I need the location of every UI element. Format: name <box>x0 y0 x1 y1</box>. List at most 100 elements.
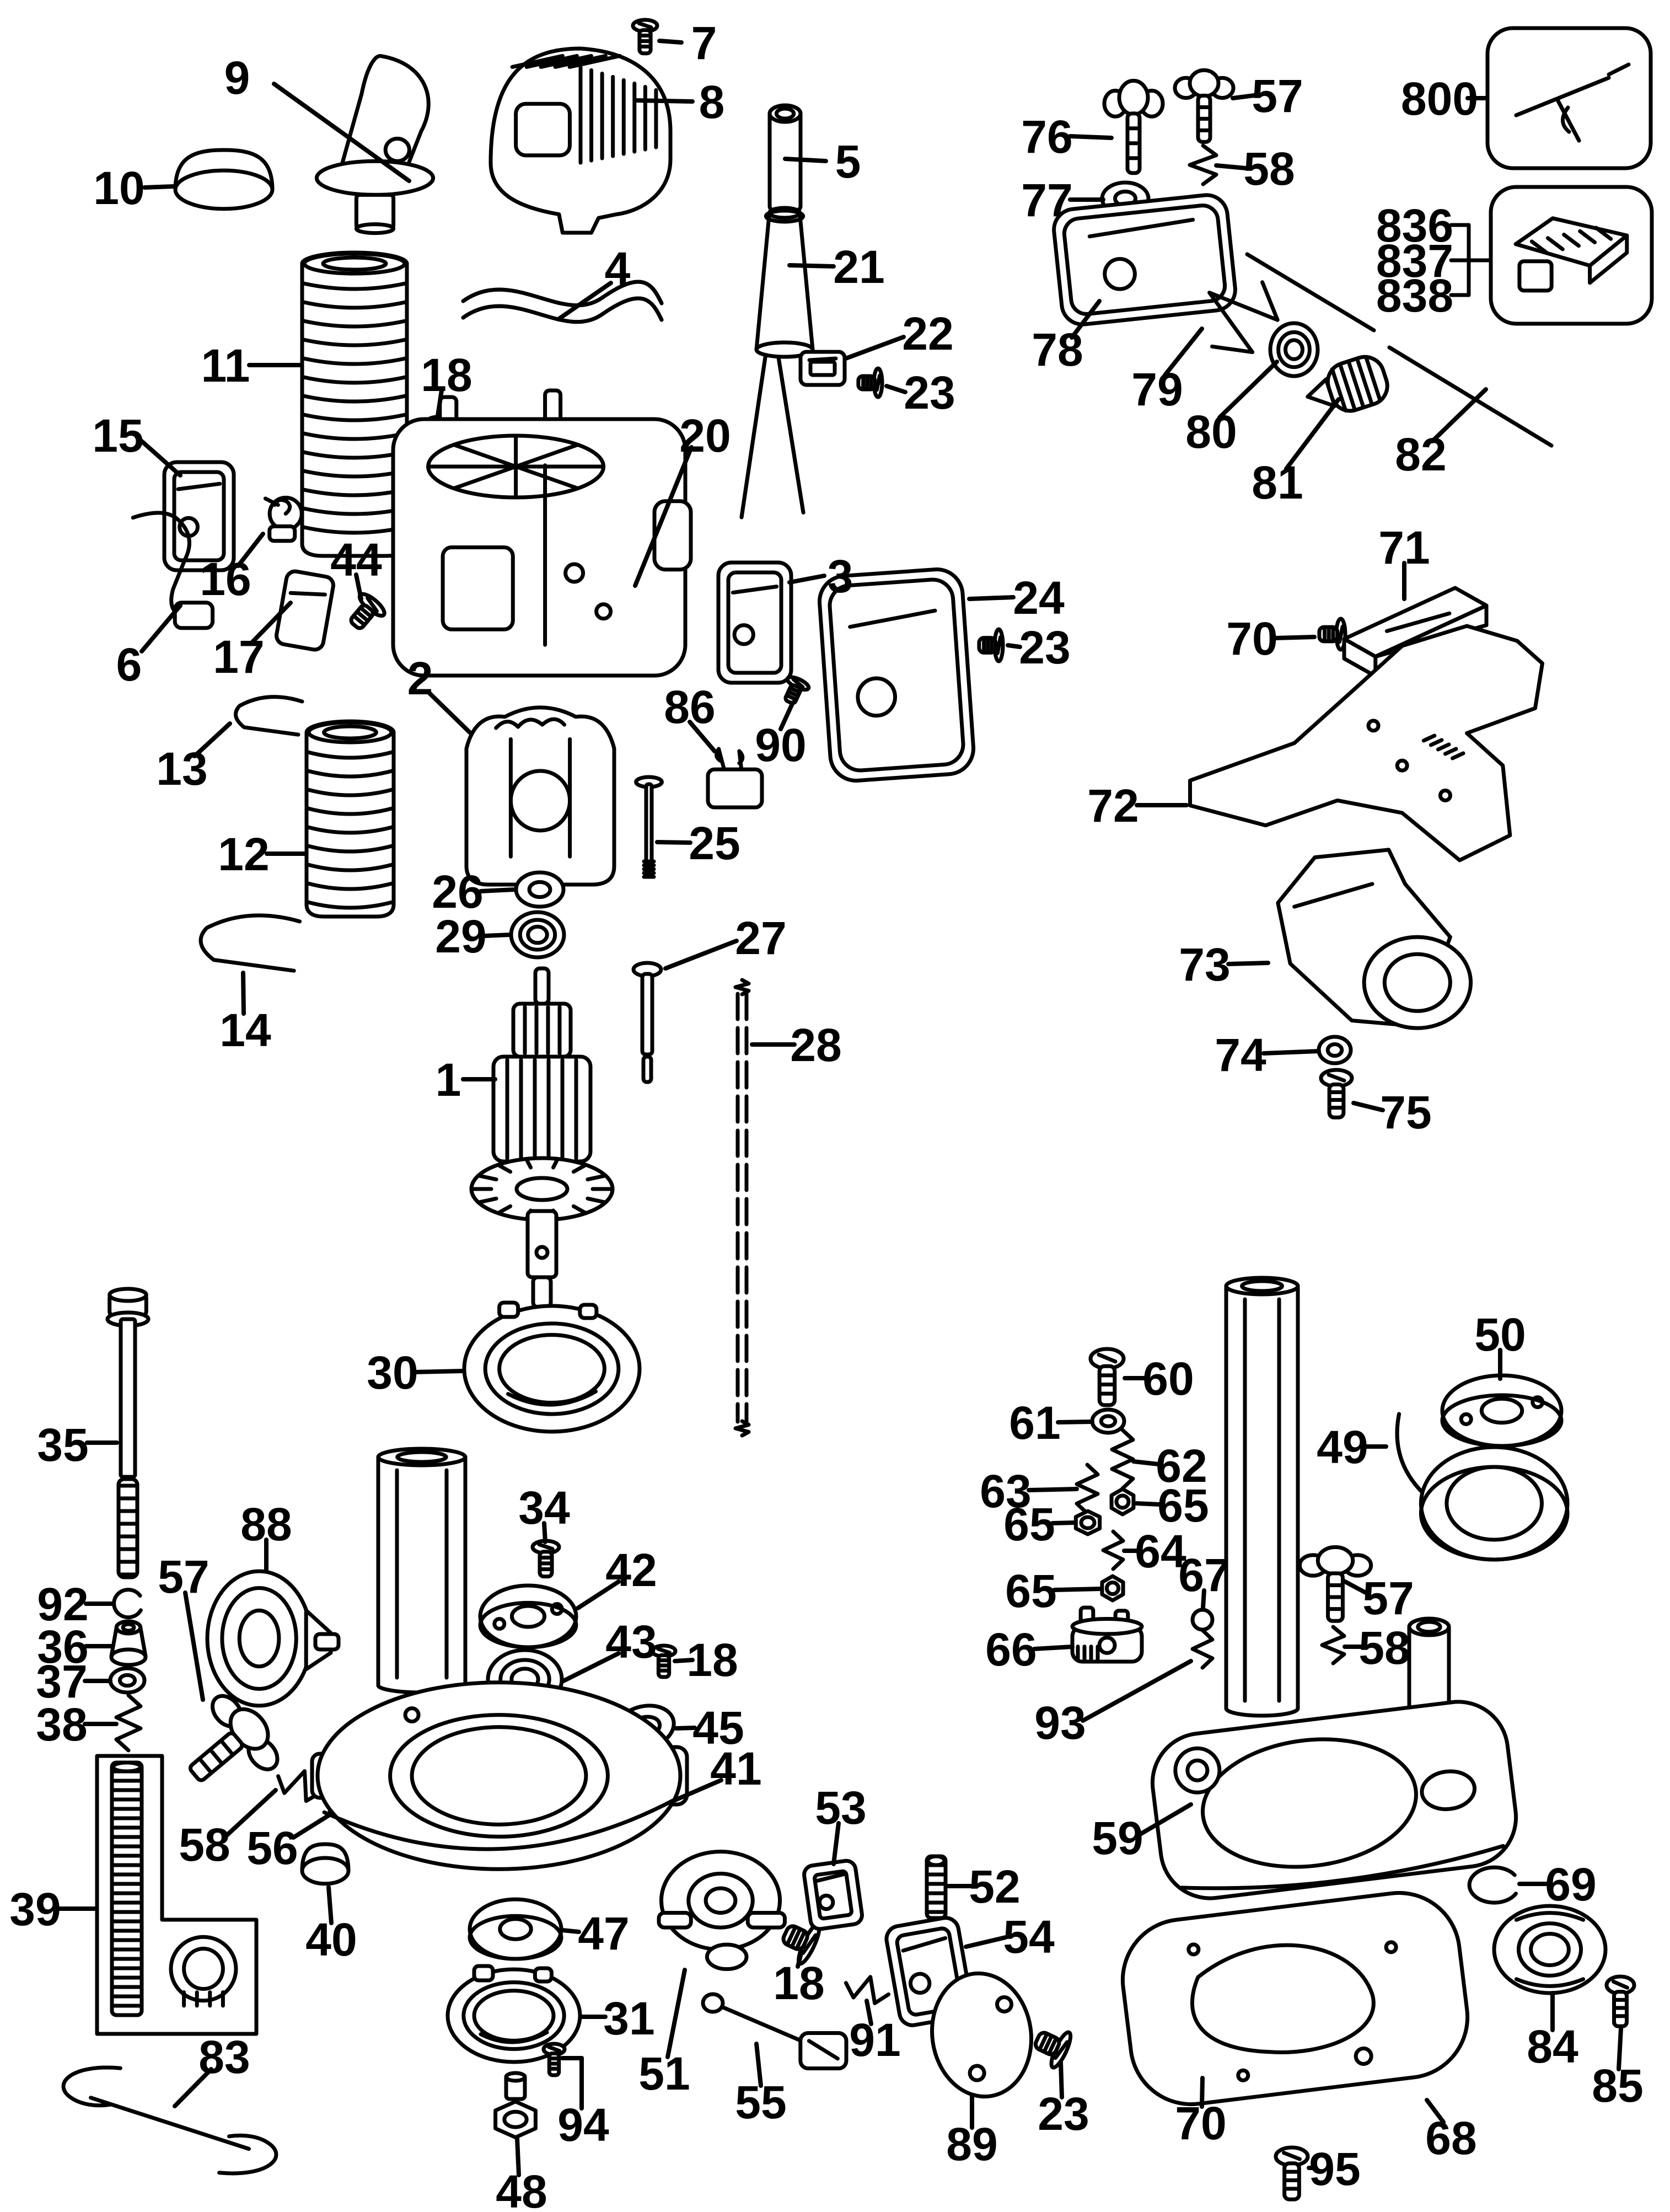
part-screw-23b <box>977 627 1005 663</box>
callout-label-70: 70 <box>1226 613 1277 665</box>
callout-label-64: 64 <box>1135 1525 1186 1577</box>
callout-79: 79 <box>1131 326 1204 415</box>
part-motor-cap-8 <box>488 46 673 235</box>
callout-69: 69 <box>1517 1858 1597 1910</box>
callout-7: 7 <box>657 17 717 69</box>
callout-label-56: 56 <box>246 1822 298 1874</box>
callout-label-20: 20 <box>679 410 731 462</box>
part-brush-16 <box>263 495 304 543</box>
callout-30: 30 <box>367 1347 465 1399</box>
callout-label-78: 78 <box>1032 324 1083 376</box>
callout-label-44: 44 <box>330 534 382 586</box>
callout-label-51: 51 <box>638 2048 690 2099</box>
part-base-41 <box>310 1680 689 1871</box>
part-screw-25 <box>634 775 664 879</box>
callout-label-77: 77 <box>1021 174 1072 226</box>
callout-53: 53 <box>815 1782 867 1866</box>
callout-41: 41 <box>670 1743 762 1803</box>
part-spring-38 <box>114 1693 143 1753</box>
part-pillar-59 <box>1224 1276 1300 1718</box>
callout-84: 84 <box>1527 1991 1578 2072</box>
callout-bracket <box>1449 223 1493 297</box>
part-hub-51 <box>657 1849 787 1972</box>
callout-label-42: 42 <box>605 1544 657 1596</box>
callout-65: 65 <box>1134 1480 1209 1531</box>
callout-74: 74 <box>1215 1029 1321 1081</box>
callout-66: 66 <box>985 1624 1075 1675</box>
callout-73: 73 <box>1179 939 1270 990</box>
part-armature-1 <box>469 966 615 1309</box>
callout-label-58: 58 <box>179 1819 230 1871</box>
callout-23: 23 <box>1038 2060 1089 2140</box>
part-nut-65c <box>1100 1574 1125 1603</box>
callout-label-7: 7 <box>691 17 717 69</box>
part-box-800 <box>1485 26 1653 170</box>
part-disc-84 <box>1492 1904 1608 1995</box>
callout-93: 93 <box>1034 1659 1193 1749</box>
callout-label-16: 16 <box>200 553 251 605</box>
callout-label-23: 23 <box>904 367 955 419</box>
callout-label-86: 86 <box>664 681 715 733</box>
callout-3: 3 <box>787 550 853 602</box>
callout-91: 91 <box>849 1999 901 2066</box>
part-e-ring-69 <box>1467 1865 1518 1905</box>
callout-2: 2 <box>407 652 472 735</box>
callout-35: 35 <box>37 1419 119 1471</box>
part-wing-knob-57b <box>188 1694 280 1782</box>
part-clip-92 <box>112 1588 143 1620</box>
callout-70: 70 <box>1175 2076 1227 2149</box>
callout-label-81: 81 <box>1252 457 1303 508</box>
callout-label-836: 836 <box>1376 200 1453 251</box>
callout-label-11: 11 <box>201 340 250 392</box>
part-leads-4 <box>461 280 664 324</box>
part-screw-18c <box>781 1922 821 1966</box>
part-elbow-73 <box>1276 848 1473 1030</box>
part-washer-61 <box>1090 1407 1126 1435</box>
callout-label-88: 88 <box>240 1498 292 1550</box>
callout-label-48: 48 <box>496 2166 547 2212</box>
callout-label-30: 30 <box>367 1347 418 1399</box>
callout-label-58: 58 <box>1358 1622 1410 1674</box>
callout-31: 31 <box>579 1993 655 2044</box>
callout-47: 47 <box>560 1908 630 1959</box>
callout-label-37: 37 <box>36 1656 87 1707</box>
callout-label-91: 91 <box>849 2014 900 2066</box>
callout-50: 50 <box>1474 1309 1526 1381</box>
callout-label-65: 65 <box>1157 1480 1209 1531</box>
callout-label-12: 12 <box>218 828 269 880</box>
part-ring-30 <box>462 1300 642 1434</box>
part-arm-72 <box>1188 624 1544 863</box>
callout-13: 13 <box>156 721 232 795</box>
part-nut-65b <box>1073 1509 1102 1536</box>
callout-44: 44 <box>330 534 382 601</box>
callout-23: 23 <box>884 367 955 419</box>
callout-65: 65 <box>1003 1498 1076 1550</box>
callout-800: 800 <box>1401 73 1489 125</box>
part-spring-58a <box>1188 143 1218 186</box>
callout-25: 25 <box>655 817 740 869</box>
part-screw-18b <box>650 1643 678 1679</box>
callout-label-28: 28 <box>790 1019 841 1071</box>
callout-94: 94 <box>557 2056 609 2151</box>
callout-75: 75 <box>1351 1086 1432 1138</box>
part-screw-23c <box>1033 2030 1073 2070</box>
callout-16: 16 <box>200 532 265 605</box>
callout-label-9: 9 <box>224 52 250 104</box>
callout-39: 39 <box>9 1883 98 1935</box>
callout-54: 54 <box>964 1911 1055 1963</box>
part-base-59 <box>1150 1700 1518 1900</box>
part-spring-58c <box>1320 1625 1346 1665</box>
callout-71: 71 <box>1378 522 1430 601</box>
callout-label-31: 31 <box>603 1993 654 2044</box>
callout-58: 58 <box>1214 143 1295 195</box>
callout-61: 61 <box>1009 1397 1094 1449</box>
callout-70: 70 <box>1226 613 1317 665</box>
callout-72: 72 <box>1087 780 1189 832</box>
part-spring-93 <box>1190 1628 1215 1670</box>
callout-59: 59 <box>1092 1802 1193 1864</box>
callout-label-39: 39 <box>9 1883 61 1935</box>
callout-label-95: 95 <box>1309 2143 1360 2195</box>
part-washer-26 <box>514 870 566 909</box>
callout-5: 5 <box>783 136 861 188</box>
